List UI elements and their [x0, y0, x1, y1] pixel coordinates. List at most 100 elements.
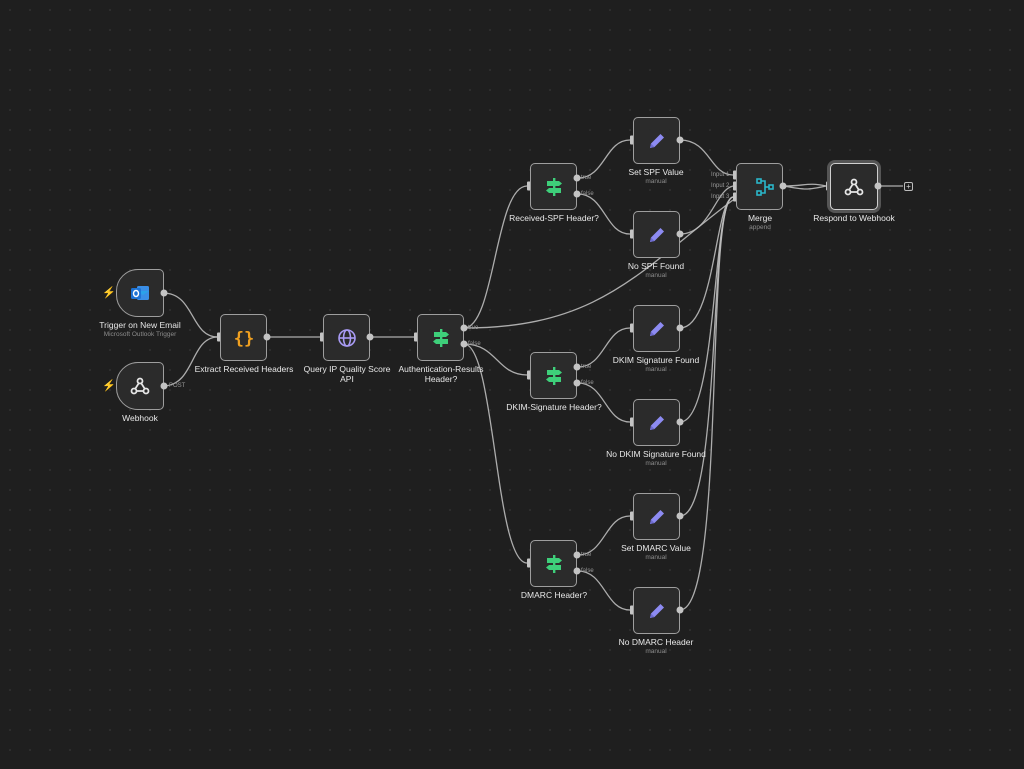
- branch-label-true: true: [581, 175, 592, 181]
- if-signpost-icon: [543, 365, 565, 387]
- output-port[interactable]: [160, 382, 168, 390]
- node-set-dmarc-value[interactable]: [633, 493, 680, 540]
- node-dkim-signature-header[interactable]: [530, 352, 577, 399]
- node-label: DKIM-Signature Header?: [506, 402, 602, 412]
- node-subtitle: manual: [645, 460, 667, 467]
- output-port[interactable]: [676, 136, 684, 144]
- node-label: DMARC Header?: [520, 590, 588, 600]
- input-port[interactable]: [630, 511, 634, 521]
- node-set-spf-value[interactable]: [633, 117, 680, 164]
- input-port[interactable]: [217, 332, 221, 342]
- node-no-spf-found[interactable]: [633, 211, 680, 258]
- merge-icon: [755, 177, 775, 197]
- pencil-icon: [647, 601, 667, 621]
- pencil-icon: [647, 413, 667, 433]
- output-port-true[interactable]: [573, 551, 581, 559]
- input-port[interactable]: [630, 135, 634, 145]
- node-label: No DMARC Header: [618, 637, 694, 647]
- node-label: Query IP Quality Score: [303, 364, 391, 374]
- output-port[interactable]: [874, 182, 882, 190]
- output-port[interactable]: [676, 512, 684, 520]
- globe-icon: [336, 327, 358, 349]
- node-label: Set SPF Value: [628, 167, 684, 177]
- output-port[interactable]: [366, 333, 374, 341]
- output-port-false[interactable]: [573, 190, 581, 198]
- webhook-icon: [129, 375, 151, 397]
- node-trigger-on-new-email[interactable]: [116, 269, 164, 317]
- input-port[interactable]: [414, 332, 418, 342]
- trigger-bolt-icon: ⚡: [102, 380, 116, 392]
- merge-input-label: Input 1: [711, 172, 730, 178]
- node-respond-to-webhook[interactable]: [830, 163, 878, 210]
- node-label: No DKIM Signature Found: [606, 449, 706, 459]
- edge-auth-true-to-received-spf: [463, 185, 528, 329]
- output-port-false[interactable]: [460, 340, 468, 348]
- node-label: Webhook: [122, 413, 158, 423]
- node-subtitle: append: [749, 224, 771, 231]
- output-port-true[interactable]: [573, 174, 581, 182]
- node-no-dkim-signature-found[interactable]: [633, 399, 680, 446]
- input-port[interactable]: [527, 558, 531, 568]
- output-port[interactable]: [160, 289, 168, 297]
- input-port[interactable]: [630, 605, 634, 615]
- node-authentication-results-header[interactable]: [417, 314, 464, 361]
- output-port[interactable]: [676, 418, 684, 426]
- if-signpost-icon: [430, 327, 452, 349]
- output-port[interactable]: [676, 606, 684, 614]
- input-port-3[interactable]: [733, 192, 737, 202]
- output-port-true[interactable]: [460, 324, 468, 332]
- output-port-false[interactable]: [573, 567, 581, 575]
- node-label: API: [340, 374, 354, 384]
- node-subtitle: manual: [645, 648, 667, 655]
- output-port[interactable]: [263, 333, 271, 341]
- output-port-true[interactable]: [573, 363, 581, 371]
- node-label: DKIM Signature Found: [612, 355, 700, 365]
- input-port[interactable]: [527, 181, 531, 191]
- webhook-icon: [843, 176, 865, 198]
- pencil-icon: [647, 131, 667, 151]
- node-label: Set DMARC Value: [621, 543, 691, 553]
- pencil-icon: [647, 507, 667, 527]
- node-label: Extract Received Headers: [194, 364, 294, 374]
- add-node-button[interactable]: +: [904, 182, 913, 191]
- code-braces-icon: {}: [232, 328, 256, 348]
- input-port[interactable]: [630, 417, 634, 427]
- svg-text:{}: {}: [233, 329, 253, 348]
- input-port-2[interactable]: [733, 181, 737, 191]
- node-dkim-signature-found[interactable]: [633, 305, 680, 352]
- node-subtitle: Microsoft Outlook Trigger: [103, 331, 177, 338]
- node-subtitle: manual: [645, 178, 667, 185]
- pencil-icon: [647, 225, 667, 245]
- if-signpost-icon: [543, 176, 565, 198]
- node-extract-received-headers[interactable]: {}: [220, 314, 267, 361]
- node-query-ip-quality-score-api[interactable]: [323, 314, 370, 361]
- pencil-icon: [647, 319, 667, 339]
- input-port[interactable]: [826, 181, 830, 191]
- branch-label-false: false: [581, 568, 594, 574]
- node-subtitle: manual: [645, 272, 667, 279]
- branch-label-true: true: [468, 325, 479, 331]
- output-port-false[interactable]: [573, 379, 581, 387]
- input-port[interactable]: [630, 323, 634, 333]
- input-port[interactable]: [630, 229, 634, 239]
- node-received-spf-header[interactable]: [530, 163, 577, 210]
- node-webhook[interactable]: [116, 362, 164, 410]
- output-port[interactable]: [779, 182, 787, 190]
- input-port-1[interactable]: [733, 170, 737, 180]
- branch-label-false: false: [468, 341, 481, 347]
- edge-merge-to-respond-1: [783, 183, 827, 187]
- input-port[interactable]: [527, 370, 531, 380]
- node-subtitle: manual: [645, 554, 667, 561]
- merge-input-label: Input 3: [711, 194, 730, 200]
- merge-input-label: Input 2: [711, 183, 730, 189]
- node-no-dmarc-header[interactable]: [633, 587, 680, 634]
- node-merge[interactable]: [736, 163, 783, 210]
- branch-label-true: true: [581, 364, 592, 370]
- output-port[interactable]: [676, 324, 684, 332]
- node-label: No SPF Found: [627, 261, 685, 271]
- node-dmarc-header[interactable]: [530, 540, 577, 587]
- node-subtitle: manual: [645, 366, 667, 373]
- input-port[interactable]: [320, 332, 324, 342]
- output-port[interactable]: [676, 230, 684, 238]
